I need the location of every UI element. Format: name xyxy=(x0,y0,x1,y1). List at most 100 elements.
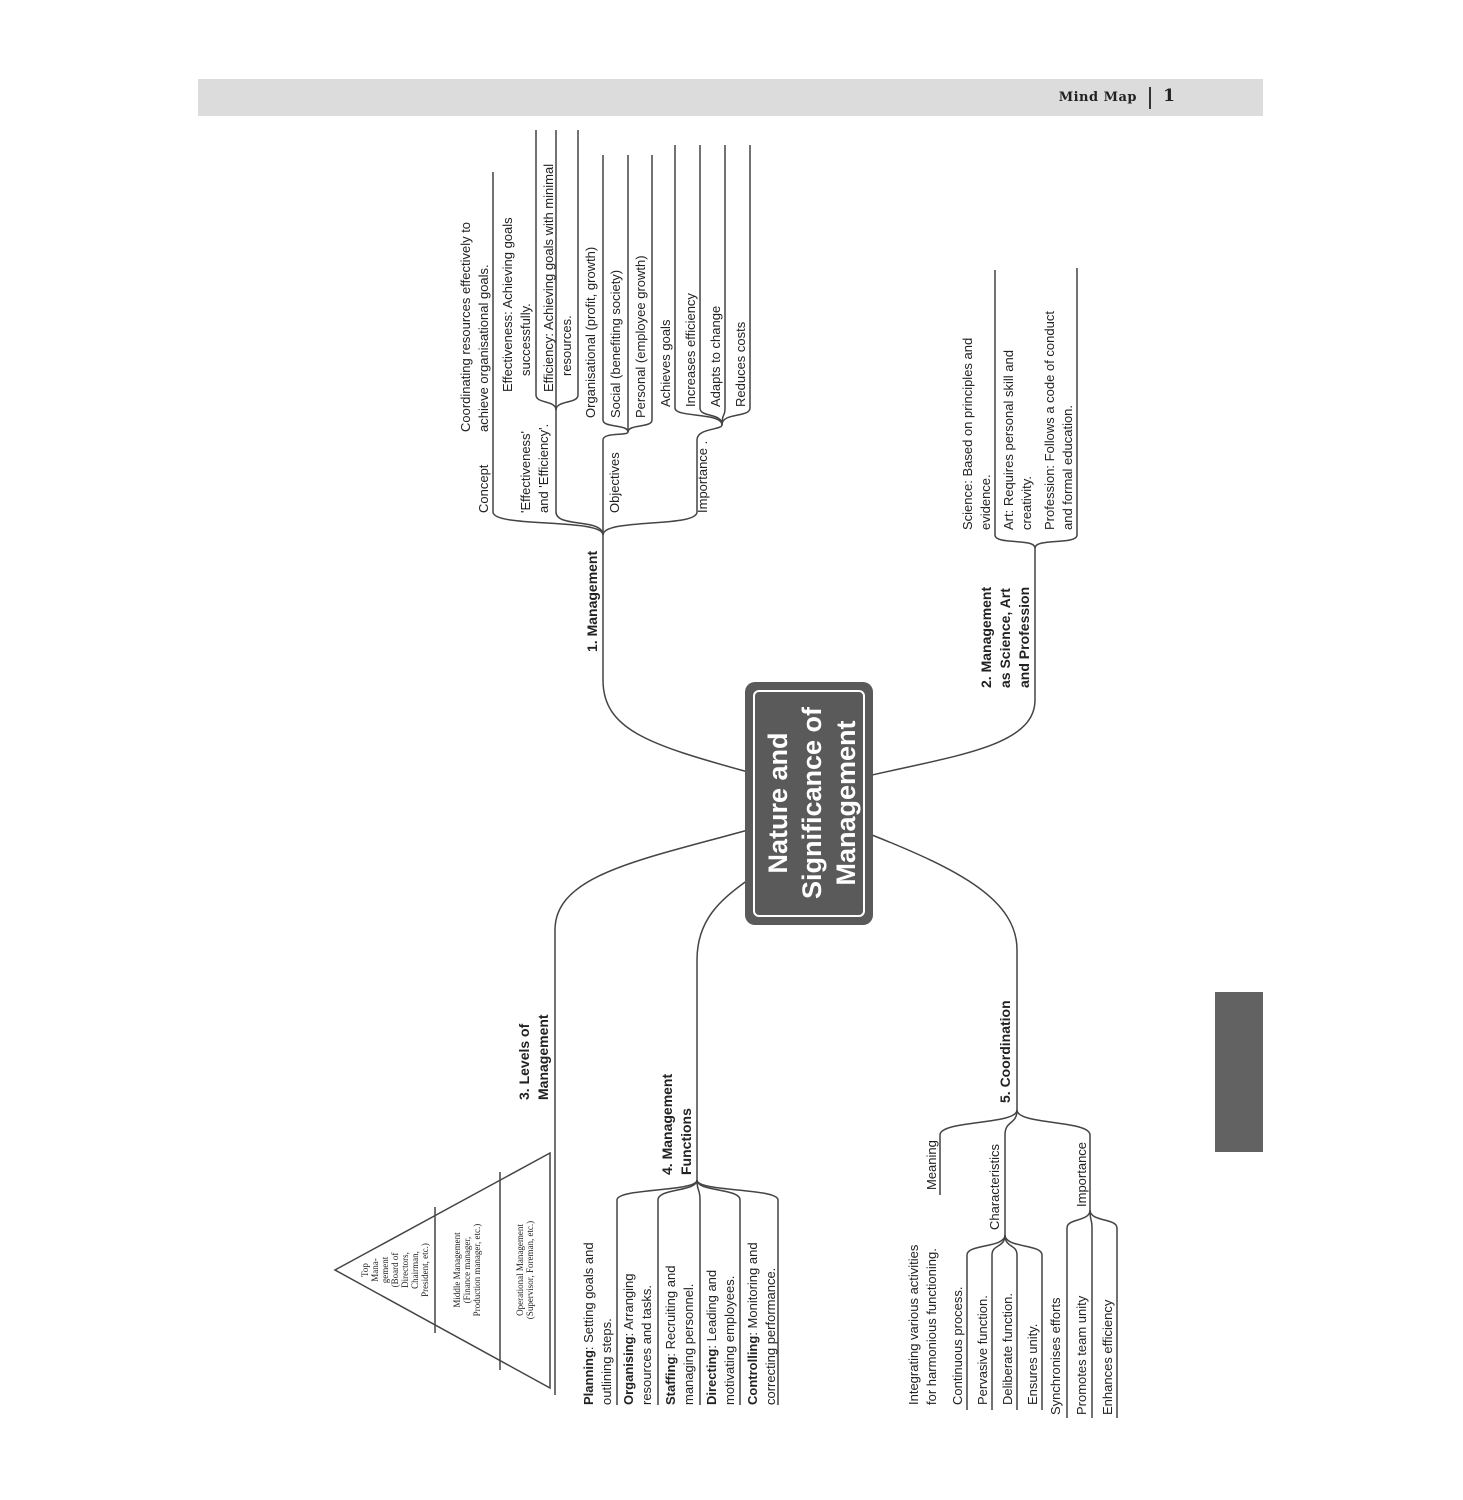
importance-item: Increases efficiency xyxy=(683,293,698,407)
line: Profession: Follows a code of conduct xyxy=(1042,311,1057,530)
central-topic-border xyxy=(753,690,865,917)
term: Staffing xyxy=(663,1356,678,1405)
title-line: Management xyxy=(831,720,861,886)
line: and formal education. xyxy=(1060,404,1075,530)
line: Directors, xyxy=(400,1252,410,1288)
line: resources. xyxy=(559,315,574,376)
characteristic-item: Continuous process. xyxy=(950,1286,965,1405)
node-effectiveness-efficiency: 'Effectiveness'and 'Efficiency'. xyxy=(517,424,553,513)
objective-item: Organisational (profit, growth) xyxy=(583,246,598,418)
term: Organising xyxy=(621,1336,636,1405)
page-number: 1 xyxy=(1163,86,1175,106)
line: Mana- xyxy=(370,1258,380,1282)
line: President, etc.) xyxy=(420,1243,430,1297)
coordination-importance-item: Enhances efficiency xyxy=(1100,1299,1115,1415)
node-concept: Concept xyxy=(476,464,491,513)
desc: : Recruiting and xyxy=(663,1265,678,1357)
line: creativity. xyxy=(1019,476,1034,530)
line: (Board of xyxy=(390,1252,400,1288)
characteristic-item: Deliberate function. xyxy=(1000,1292,1015,1405)
importance-item: Achieves goals xyxy=(658,319,673,407)
line: Science: Based on principles and xyxy=(960,337,975,530)
node-characteristics: Characteristics xyxy=(987,1144,1002,1230)
level-operational: Operational Management(Supervisor, Forem… xyxy=(515,1195,535,1345)
line: successfully. xyxy=(518,303,533,376)
efficiency-text: Efficiency: Achieving goals with minimal… xyxy=(540,164,576,392)
title-line: Significance of xyxy=(797,706,827,900)
line: resources and tasks. xyxy=(639,1285,654,1405)
header-title: Mind Map xyxy=(1058,90,1137,105)
line: Top xyxy=(360,1263,370,1277)
line: and 'Efficiency'. xyxy=(536,423,551,513)
line: Efficiency: Achieving goals with minimal xyxy=(541,163,556,392)
line: 3. Levels of xyxy=(516,1023,532,1100)
line: Operational Management xyxy=(515,1224,525,1316)
objective-item: Social (benefiting society) xyxy=(608,269,623,418)
line: motivating employees. xyxy=(722,1275,737,1405)
level-middle: Middle Management(Finance manager,Produc… xyxy=(452,1210,482,1330)
page-header: Mind Map 1 xyxy=(198,79,1263,116)
line: as Science, Art xyxy=(997,588,1013,688)
importance-item: Reduces costs xyxy=(733,321,748,407)
node-importance: Importance . xyxy=(695,440,710,513)
line: for harmonious functioning. xyxy=(924,1248,939,1405)
line: (Finance manager, xyxy=(462,1236,472,1304)
node-coordination-importance: Importance xyxy=(1074,1141,1089,1207)
line: Chairman, xyxy=(410,1251,420,1289)
chapter-tab xyxy=(1215,992,1263,1152)
line: gement xyxy=(380,1256,390,1284)
importance-item: Adapts to change xyxy=(708,305,723,407)
objective-item: Personal (employee growth) xyxy=(633,255,648,418)
central-topic: Nature and Significance of Management xyxy=(745,682,873,925)
line: achieve organisational goals. xyxy=(476,264,491,432)
line: Production manager, etc.) xyxy=(472,1223,482,1317)
branch-coordination: 5. Coordination xyxy=(997,1000,1013,1103)
coordination-importance-item: Synchronises efforts xyxy=(1048,1297,1063,1415)
branch-management: 1. Management xyxy=(584,550,600,652)
line: Integrating various activities xyxy=(906,1244,921,1405)
node-objectives: Objectives xyxy=(607,452,622,513)
line: Middle Management xyxy=(452,1232,462,1308)
line: correcting performance. xyxy=(763,1267,778,1405)
characteristic-item: Ensures unity. xyxy=(1025,1323,1040,1405)
line: Management xyxy=(535,1014,551,1100)
desc: : Arranging xyxy=(621,1273,636,1337)
line: managing personnel. xyxy=(681,1283,696,1405)
node-meaning: Meaning xyxy=(924,1140,939,1190)
coordination-importance-item: Promotes team unity xyxy=(1074,1295,1089,1415)
line: Art: Requires personal skill and xyxy=(1001,350,1016,530)
line: 4. Management xyxy=(659,1073,675,1175)
characteristic-item: Pervasive function. xyxy=(975,1295,990,1405)
line: Functions xyxy=(678,1108,694,1175)
line: and Profession xyxy=(1016,586,1032,688)
line: 'Effectiveness' xyxy=(518,430,533,513)
term: Planning xyxy=(581,1350,596,1405)
line: outlining steps. xyxy=(599,1318,614,1405)
header-divider xyxy=(1149,87,1151,109)
term: Controlling xyxy=(745,1335,760,1405)
central-topic-title: Nature and Significance of Management xyxy=(761,698,863,908)
desc: : Leading and xyxy=(704,1269,719,1349)
term: Directing xyxy=(704,1348,719,1405)
line: Effectiveness: Achieving goals xyxy=(500,217,515,392)
line: evidence. xyxy=(978,474,993,530)
line: (Supervisor, Foreman, etc.) xyxy=(525,1220,535,1320)
line: Coordinating resources effectively to xyxy=(458,221,473,432)
title-line: Nature and xyxy=(763,732,793,874)
desc: : Monitoring and xyxy=(745,1242,760,1336)
